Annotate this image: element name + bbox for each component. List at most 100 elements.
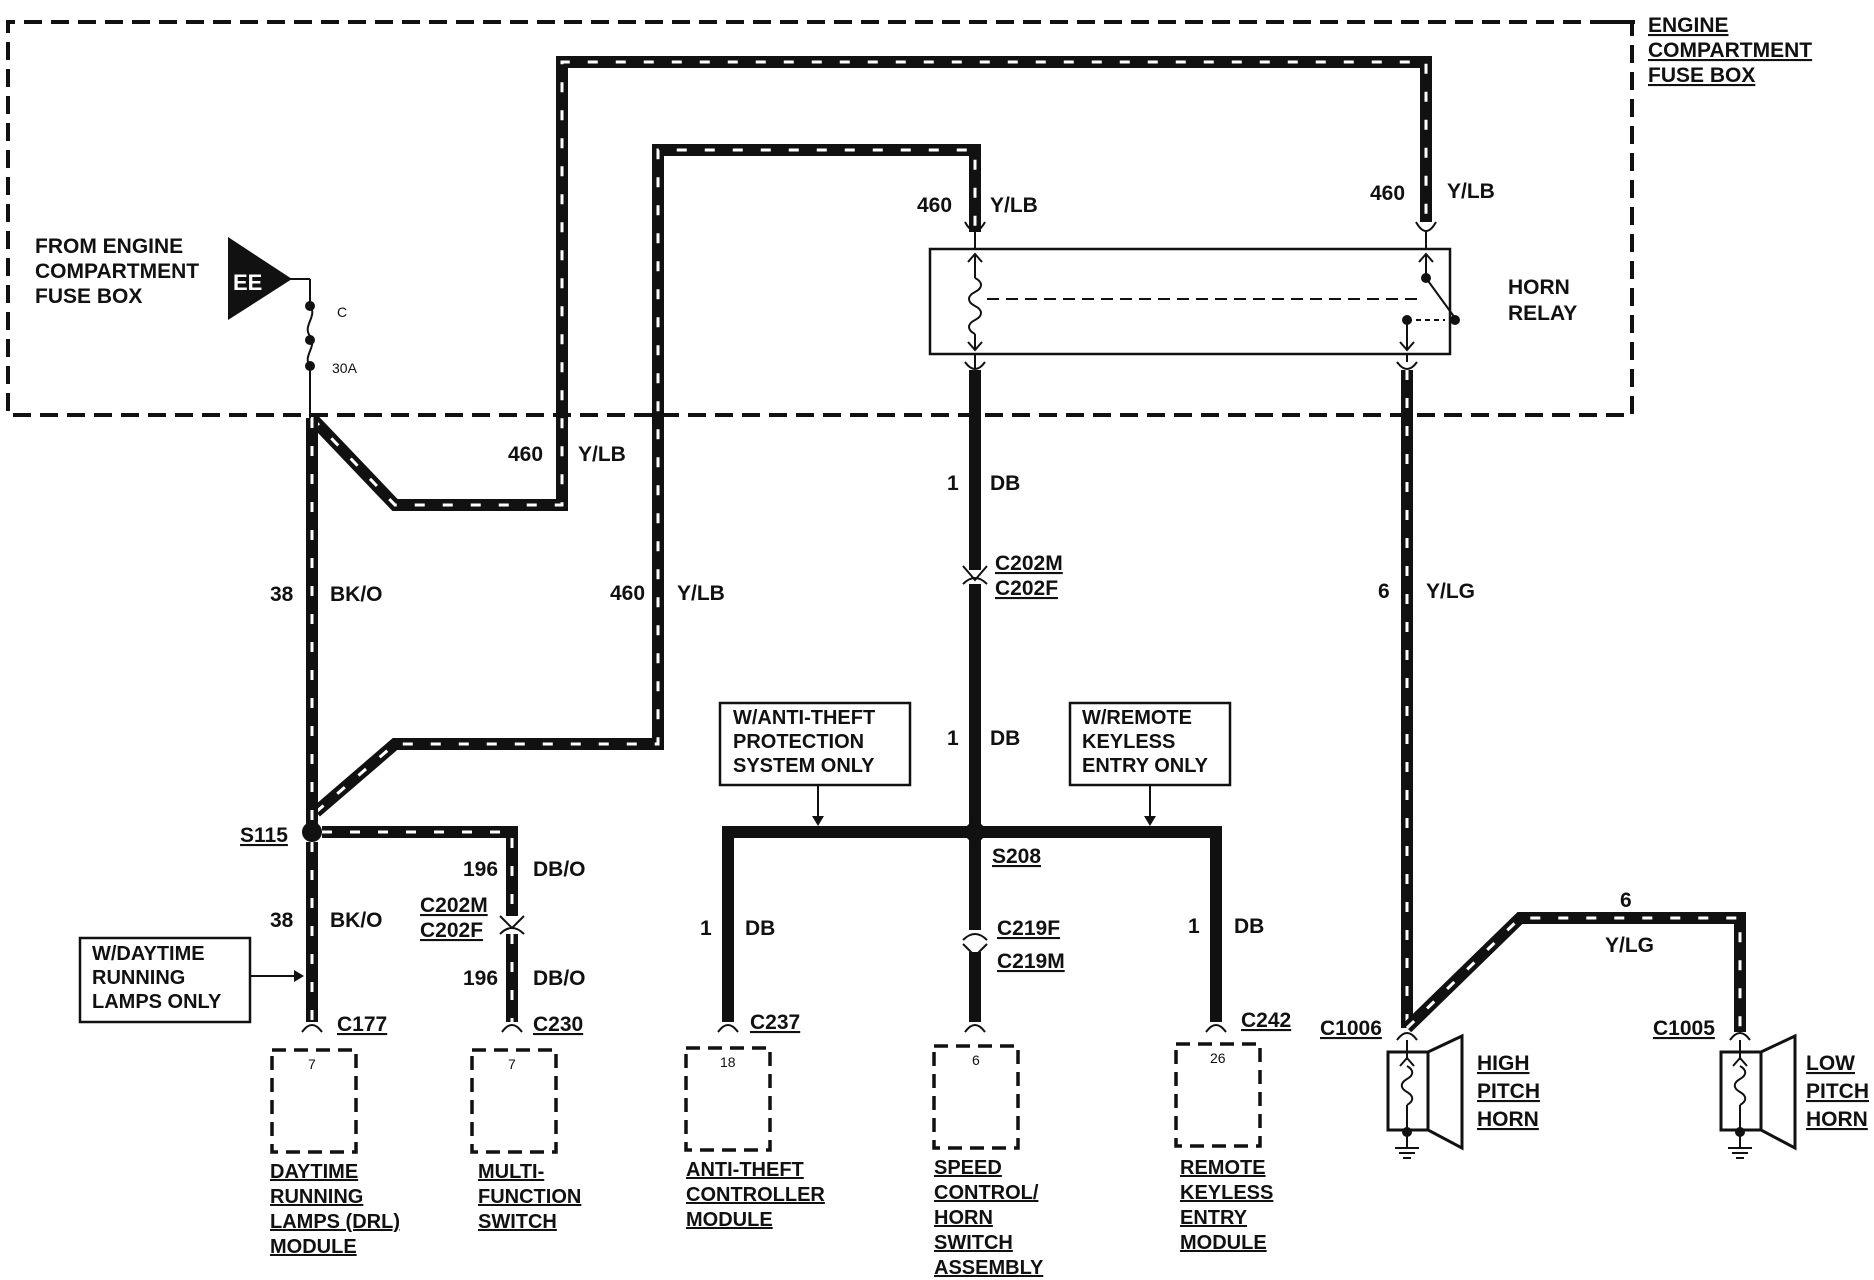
note-remote-keyless-box [1068,701,1232,787]
note-drl-arrow-icon [294,970,304,982]
low-pitch-horn-icon [1719,1033,1797,1159]
module-speed-name-5: ASSEMBLY [934,1257,1044,1279]
note-anti-theft-arrow-icon [812,816,824,826]
module-drl-name-1: DAYTIME [270,1161,358,1183]
source-connector-code: EE [233,270,262,295]
fuse-terminal-mid [305,335,315,345]
source-label-1: FROM ENGINE [35,235,183,258]
relay-pin-right-top [1415,221,1437,232]
low-horn-name-2: PITCH [1806,1080,1869,1103]
horn-relay-label-1: HORN [1508,276,1570,299]
c202m-2-label: C202M [420,894,488,917]
note-remote-keyless-3: ENTRY ONLY [1082,755,1209,777]
wire-460-to-relay-right-stripe [310,60,1428,507]
relay-switch-icon [1399,252,1460,352]
module-rke-name-3: ENTRY [1180,1207,1248,1229]
note-anti-theft-3: SYSTEM ONLY [733,755,875,777]
w196-upper-circuit: 196 [463,858,498,881]
w1-right-circuit: 1 [1188,915,1200,938]
note-remote-keyless-2: KEYLESS [1082,731,1175,753]
w6-vertical-circuit: 6 [1378,580,1390,603]
note-drl-1: W/DAYTIME [92,943,205,965]
high-horn-name-1: HIGH [1477,1052,1530,1075]
w460-top-right-color: Y/LB [1447,180,1495,203]
fuse-box-title-3: FUSE BOX [1648,64,1755,87]
note-anti-theft-2: PROTECTION [733,731,864,753]
w460-mid-circuit: 460 [610,582,645,605]
source-label-3: FUSE BOX [35,285,142,308]
w6-low-horn-color: Y/LG [1605,934,1654,957]
w38-upper-circuit: 38 [270,583,294,606]
low-horn-name-3: HORN [1806,1108,1868,1131]
high-horn-name-3: HORN [1477,1108,1539,1131]
module-rke-name-1: REMOTE [1180,1157,1266,1179]
c202f-label: C202F [995,577,1058,600]
w196-lower-circuit: 196 [463,967,498,990]
connector-c1005-pin [1729,1032,1751,1041]
wire-460-to-relay-left-stripe [315,148,977,814]
c1006-label: C1006 [1320,1017,1382,1040]
w1-right-color: DB [1234,915,1264,938]
w38-upper-color: BK/O [330,583,383,606]
w1-mid-color: DB [990,727,1020,750]
module-speed-name-3: HORN [934,1207,993,1229]
module-speed-control-horn-switch: 6 SPEED CONTROL/ HORN SWITCH ASSEMBLY [932,1044,1044,1279]
c219m-label: C219M [997,950,1065,973]
w460-lower-color: Y/LB [578,443,626,466]
connector-pins-modules [301,1024,1227,1033]
w6-vertical-color: Y/LG [1426,580,1475,603]
fuse-box-title-1: ENGINE [1648,14,1729,37]
w38-lower-circuit: 38 [270,909,294,932]
module-drl: 7 DAYTIME RUNNING LAMPS (DRL) MODULE [270,1048,400,1258]
w460-top-left-circuit: 460 [917,194,952,217]
c219f-label: C219F [997,917,1060,940]
note-drl-3: LAMPS ONLY [92,991,222,1013]
c237-label: C237 [750,1011,800,1034]
connector-c202-upper-icon [962,565,988,585]
c242-label: C242 [1241,1009,1291,1032]
w196-upper-color: DB/O [533,858,586,881]
connector-c1006-pin [1396,1032,1418,1041]
relay-pin-bottom-right [1396,361,1418,370]
low-horn-name-1: LOW [1806,1052,1855,1075]
splice-s208 [965,822,985,842]
module-drl-name-2: RUNNING [270,1186,363,1208]
splice-s115 [302,822,322,842]
s115-label: S115 [240,824,288,847]
w460-top-left-color: Y/LB [990,194,1038,217]
c1005-label: C1005 [1653,1017,1715,1040]
w1-mid-circuit: 1 [947,727,959,750]
source-connector-triangle-icon [228,237,292,320]
module-drl-pin: 7 [308,1056,316,1072]
module-rke-name-4: MODULE [1180,1232,1267,1254]
module-speed-name-1: SPEED [934,1157,1002,1179]
c230-label: C230 [533,1013,583,1036]
module-rke-name-2: KEYLESS [1180,1182,1273,1204]
w460-mid-color: Y/LB [677,582,725,605]
module-remote-keyless-entry: 26 REMOTE KEYLESS ENTRY MODULE [1174,1042,1273,1254]
w38-lower-color: BK/O [330,909,383,932]
module-speed-name-2: CONTROL/ [934,1182,1039,1204]
module-speed-pin: 6 [972,1052,980,1068]
relay-pin-bottom-left [964,361,986,370]
note-drl-box [78,936,252,1024]
connector-c202-lower-icon [499,915,525,935]
wire-6-low-horn [1402,912,1746,1033]
c202m-label: C202M [995,552,1063,575]
w1-left-circuit: 1 [700,917,712,940]
relay-coil-icon [967,252,983,352]
c177-label: C177 [337,1013,387,1036]
w460-top-right-circuit: 460 [1370,182,1405,205]
note-remote-keyless-1: W/REMOTE [1082,707,1192,729]
high-pitch-horn-icon [1386,1033,1464,1159]
fuse-rating-label: 30A [332,360,358,376]
horn-relay-box [928,247,1452,356]
w1-relay-color: DB [990,472,1020,495]
module-drl-name-3: LAMPS (DRL) [270,1211,400,1233]
module-speed-name-4: SWITCH [934,1232,1013,1254]
module-mfs-name-3: SWITCH [478,1211,557,1233]
horn-relay-label-2: RELAY [1508,302,1577,325]
module-atc-name-2: CONTROLLER [686,1184,825,1206]
s208-label: S208 [992,845,1041,868]
